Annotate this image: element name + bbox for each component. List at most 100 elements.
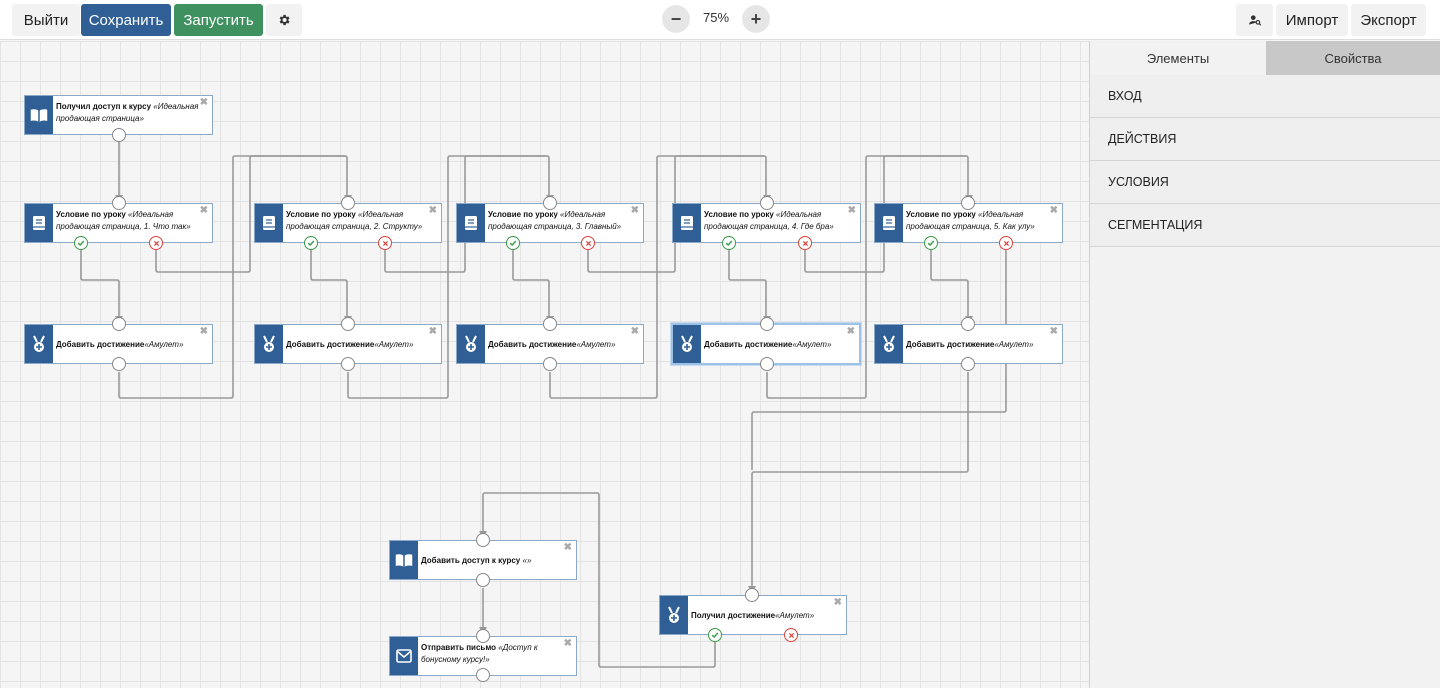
connector [347,155,550,399]
close-icon[interactable]: ✖ [1049,326,1058,337]
settings-button[interactable] [266,4,302,36]
close-icon[interactable]: ✖ [846,326,855,337]
failure-port-icon[interactable] [378,236,392,250]
node-detail: «Идеальная продающая страница, 5. Как ул… [906,210,1035,231]
node-title: Условие по уроку [906,210,976,219]
node-output-port[interactable] [112,357,126,371]
node-input-port[interactable] [543,317,557,331]
node-input-port[interactable] [341,196,355,210]
node-icon-box [390,637,418,675]
node-output-port[interactable] [476,573,490,587]
node-title: Условие по уроку [704,210,774,219]
connector [728,250,767,317]
failure-port-icon[interactable] [999,236,1013,250]
node-title: Добавить достижение [488,340,577,349]
node-output-port[interactable] [341,357,355,371]
close-icon[interactable]: ✖ [199,97,208,108]
failure-port-icon[interactable] [581,236,595,250]
sidebar: Элементы Свойства ВХОД ДЕЙСТВИЯ УСЛОВИЯ … [1090,41,1440,688]
connector [587,155,764,273]
node-input-port[interactable] [476,533,490,547]
node-icon-box [673,325,701,363]
node-input-port[interactable] [112,317,126,331]
node-output-port[interactable] [112,128,126,142]
close-icon[interactable]: ✖ [630,205,639,216]
success-port-icon[interactable] [506,236,520,250]
close-icon[interactable]: ✖ [833,597,842,608]
exit-button[interactable]: Выйти [12,4,80,36]
node-title: Добавить достижение [906,340,995,349]
connector [804,155,966,273]
close-icon[interactable]: ✖ [199,326,208,337]
node-output-port[interactable] [961,357,975,371]
success-port-icon[interactable] [722,236,736,250]
tab-elements[interactable]: Элементы [1090,41,1266,75]
connector [930,250,969,317]
canvas-divider [1089,41,1090,688]
node-label: Добавить доступ к курсу «» [421,555,564,567]
close-icon[interactable]: ✖ [563,542,572,553]
close-icon[interactable]: ✖ [428,205,437,216]
close-icon[interactable]: ✖ [630,326,639,337]
node-input-port[interactable] [341,317,355,331]
node-detail: «Идеальная продающая страница, 3. Главны… [488,210,622,231]
node-input-port[interactable] [760,317,774,331]
node-icon-box [673,204,701,242]
failure-port-icon[interactable] [798,236,812,250]
zoom-level: 75% [702,10,730,25]
workflow-node-course-access[interactable]: Получил доступ к курсу «Идеальная продаю… [24,95,213,135]
export-button[interactable]: Экспорт [1351,4,1426,36]
node-input-port[interactable] [476,629,490,643]
tab-properties[interactable]: Свойства [1266,41,1440,75]
node-input-port[interactable] [760,196,774,210]
connector [512,250,550,317]
sidebar-section-conditions[interactable]: УСЛОВИЯ [1090,161,1440,204]
workflow-canvas[interactable]: Получил доступ к курсу «Идеальная продаю… [0,41,1089,688]
run-button[interactable]: Запустить [174,4,263,36]
node-input-port[interactable] [543,196,557,210]
node-input-port[interactable] [112,196,126,210]
sidebar-section-entry[interactable]: ВХОД [1090,75,1440,118]
import-button[interactable]: Импорт [1276,4,1348,36]
success-port-icon[interactable] [708,628,722,642]
node-input-port[interactable] [745,588,759,602]
node-input-port[interactable] [961,317,975,331]
close-icon[interactable]: ✖ [1049,205,1058,216]
node-input-port[interactable] [961,196,975,210]
node-label: Условие по уроку «Идеальная продающая ст… [488,209,631,233]
node-output-port[interactable] [760,357,774,371]
success-port-icon[interactable] [924,236,938,250]
close-icon[interactable]: ✖ [428,326,437,337]
node-detail: «Амулет» [994,340,1034,349]
workflow-node-achievement-received[interactable]: Получил достижение«Амулет» ✖ [659,595,847,635]
node-title: Добавить достижение [286,340,375,349]
node-label: Условие по уроку «Идеальная продающая ст… [56,209,200,233]
medal-icon [681,335,693,352]
node-detail: «Амулет» [144,340,184,349]
node-output-port[interactable] [543,357,557,371]
user-search-button[interactable] [1236,4,1273,36]
save-button[interactable]: Сохранить [81,4,171,36]
close-icon[interactable]: ✖ [563,638,572,649]
node-detail: «Амулет» [576,340,616,349]
zoom-out-button[interactable]: − [662,5,690,33]
sidebar-section-segmentation[interactable]: СЕГМЕНТАЦИЯ [1090,204,1440,247]
connector [482,492,716,668]
node-title: Добавить достижение [56,340,145,349]
failure-port-icon[interactable] [784,628,798,642]
node-output-port[interactable] [476,668,490,682]
success-port-icon[interactable] [74,236,88,250]
medal-icon [263,335,275,352]
node-title: Отправить письмо [421,643,497,652]
sidebar-section-actions[interactable]: ДЕЙСТВИЯ [1090,118,1440,161]
node-label: Отправить письмо «Доступ к бонусному кур… [421,642,564,666]
zoom-in-button[interactable]: + [742,5,770,33]
book-icon [33,216,45,230]
close-icon[interactable]: ✖ [199,205,208,216]
success-port-icon[interactable] [304,236,318,250]
close-icon[interactable]: ✖ [847,205,856,216]
failure-port-icon[interactable] [149,236,163,250]
connector [80,250,120,317]
node-icon-box [255,204,283,242]
node-detail: «Идеальная продающая страница, 4. Где бр… [704,210,834,231]
